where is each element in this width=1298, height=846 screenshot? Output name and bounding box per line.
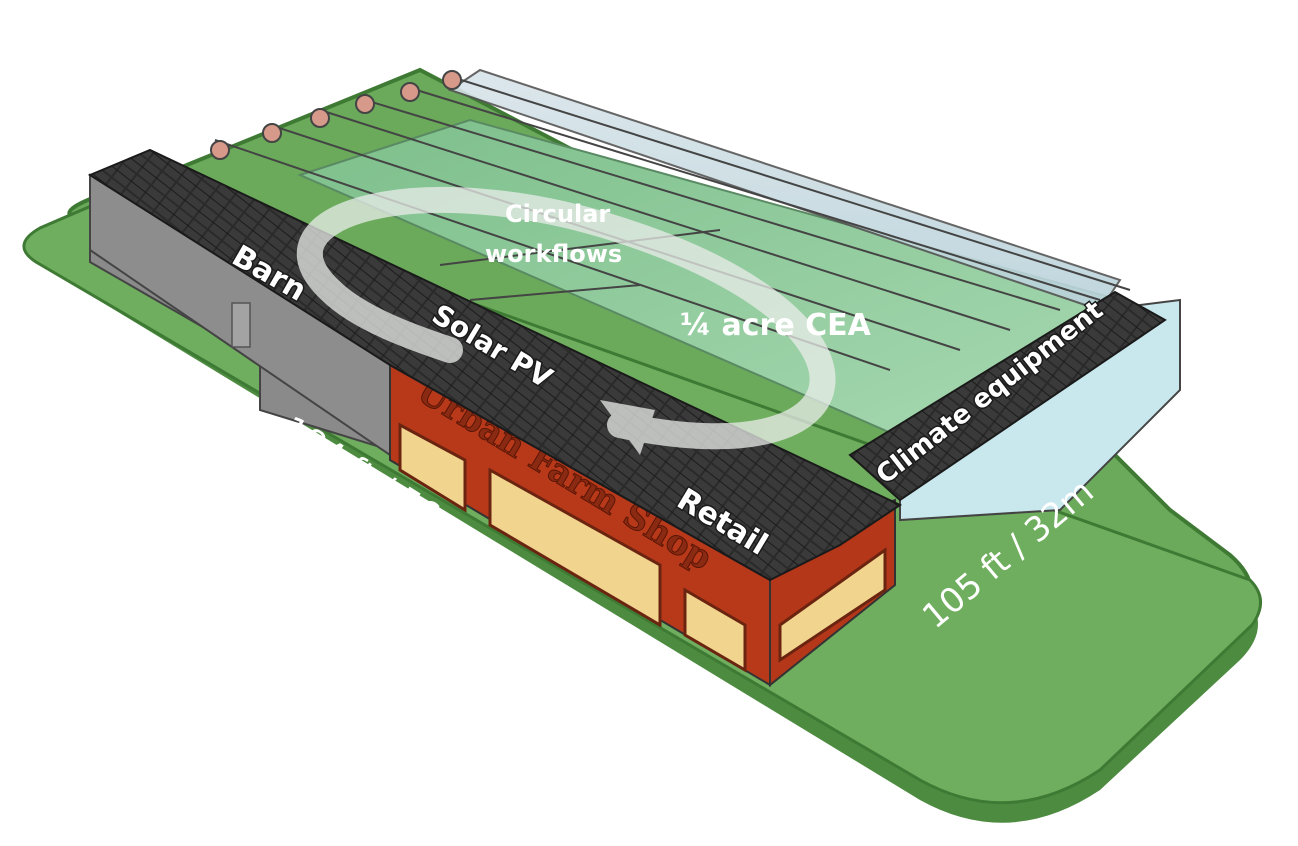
climate-roof <box>848 290 1167 502</box>
arrow-head-icon <box>600 400 655 455</box>
barn-door <box>231 302 251 348</box>
label-cea: ¼ acre CEA <box>680 308 872 343</box>
gable-fans <box>210 70 462 160</box>
retail-windows <box>398 422 887 673</box>
label-circular-2: workflows <box>485 240 622 268</box>
circular-workflow-arrow <box>296 187 836 455</box>
greenhouse-ridges <box>214 77 1131 371</box>
solar-roof <box>87 148 903 582</box>
label-circular-1: Circular <box>505 200 610 228</box>
